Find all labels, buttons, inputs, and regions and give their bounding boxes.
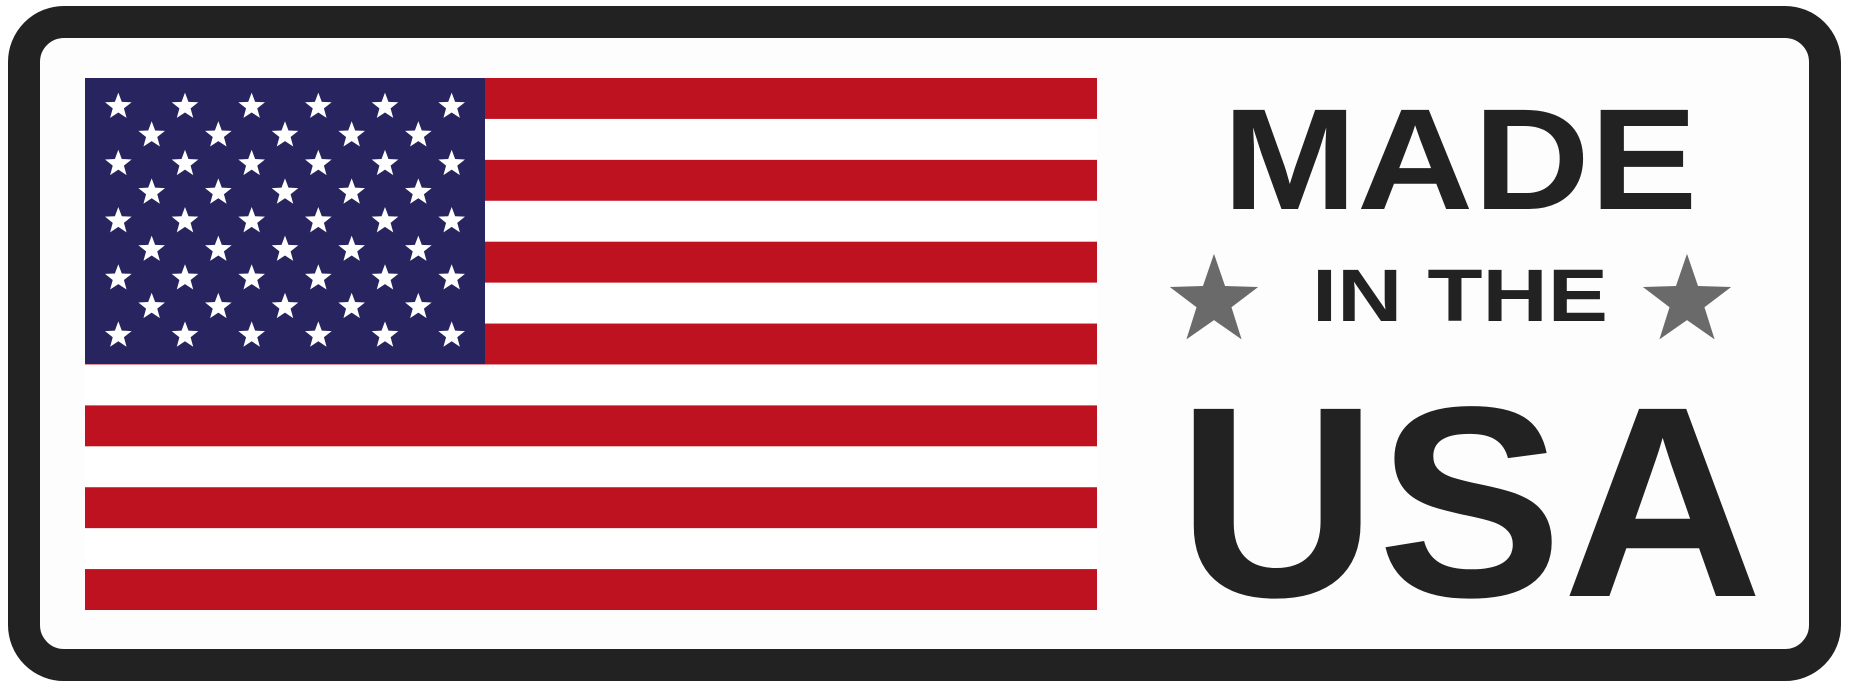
flag-stripe-red: [85, 405, 1097, 447]
flag-stripe-white: [85, 446, 1097, 488]
flag-star: [271, 178, 299, 204]
flag-star: [205, 235, 232, 261]
flag-star: [405, 178, 432, 204]
flag-star: [171, 149, 199, 176]
flag-star: [305, 92, 332, 118]
in-the-text: IN THE: [1312, 254, 1608, 337]
flag-star: [238, 149, 265, 176]
flag-star: [438, 264, 465, 290]
flag-star: [238, 92, 265, 118]
flag-star: [138, 178, 165, 204]
flag-star: [105, 92, 132, 118]
flag-stripe-red: [85, 569, 1097, 610]
flag-star: [105, 207, 132, 233]
flag-star: [205, 178, 232, 204]
flag-star: [338, 235, 365, 261]
flag-star: [271, 235, 299, 261]
flag-star: [438, 149, 465, 176]
flag-star: [305, 264, 332, 290]
usa-text: USA: [1177, 350, 1763, 654]
flag-star: [405, 292, 432, 319]
flag-star: [305, 149, 332, 176]
flag-star: [171, 207, 199, 233]
flag-star: [405, 235, 432, 261]
flag-star: [171, 321, 199, 347]
flag-star: [405, 121, 432, 147]
flag-star: [138, 121, 165, 147]
flag-star: [438, 321, 465, 347]
flag-star: [105, 321, 132, 347]
flag-star: [138, 235, 165, 261]
flag-star: [271, 292, 299, 319]
flag-canton: [85, 78, 485, 364]
flag-star: [371, 321, 399, 347]
flag-stripe-white: [85, 364, 1097, 406]
flag-star: [238, 321, 265, 347]
made-text: MADE: [1222, 79, 1698, 240]
flag-star: [105, 264, 132, 290]
flag-star: [238, 264, 265, 290]
flag-star: [371, 92, 399, 118]
flag-star: [205, 121, 232, 147]
flag-star: [338, 178, 365, 204]
star-icon-right: [1642, 253, 1732, 340]
flag-star: [171, 264, 199, 290]
flag-stripe-red: [85, 487, 1097, 529]
flag-star: [371, 207, 399, 233]
flag-star: [238, 207, 265, 233]
flag-stripe-white: [85, 528, 1097, 570]
flag-star: [305, 321, 332, 347]
flag-star: [438, 92, 465, 118]
flag-star: [171, 92, 199, 118]
star-icon-left: [1169, 253, 1259, 340]
flag-star: [438, 207, 465, 233]
flag-star: [205, 292, 232, 319]
flag-star: [271, 121, 299, 147]
canton-field: [85, 78, 485, 364]
flag-star: [138, 292, 165, 319]
flag-star: [305, 207, 332, 233]
flag-star: [105, 149, 132, 176]
flag-star: [338, 121, 365, 147]
flag-star: [371, 264, 399, 290]
flag-star: [371, 149, 399, 176]
flag-star: [338, 292, 365, 319]
